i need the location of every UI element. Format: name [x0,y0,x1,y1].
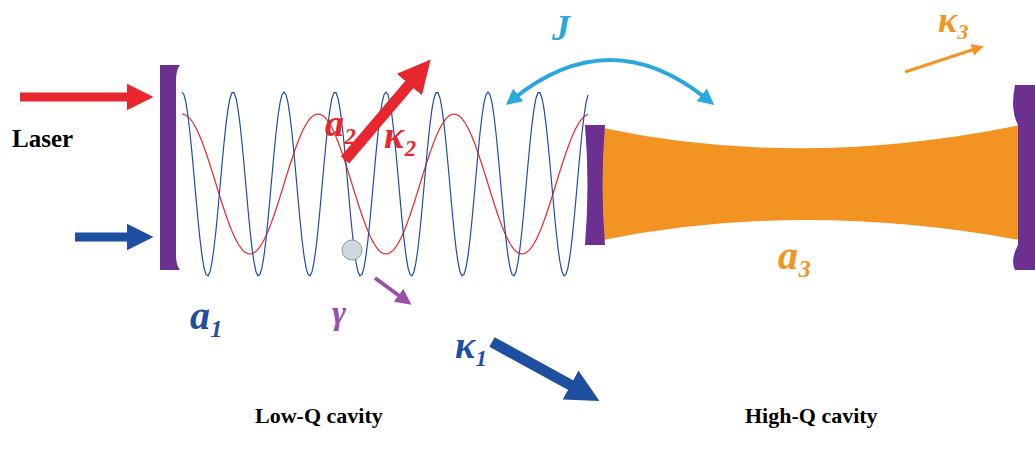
coupling-label: J [552,10,570,46]
cavity-caption: High-Q cavity [745,405,878,427]
mode-label: a₃ [778,236,812,276]
mode-label: a₁ [190,296,224,336]
mode-label: a₂ [325,104,357,142]
left-mirror [160,65,180,270]
decay-rate: κ₃ [938,2,970,38]
laser-red [20,93,140,102]
mode-a1-wave [182,92,588,276]
damping-rate: γ [332,296,346,330]
cavity-caption: Low-Q cavity [255,405,383,427]
laser-label: Laser [12,126,73,151]
particle [342,240,362,260]
kappa1-arrow [492,342,585,393]
laser-blue [75,233,140,242]
mode-a2-wave [182,114,588,254]
right-mirror [1013,85,1035,270]
decay-rate: κ₁ [455,326,488,364]
high-q-mode [599,125,1020,240]
gamma-arrow [375,278,405,300]
kappa3-arrow [905,48,978,72]
decay-rate: κ₂ [384,116,417,154]
coupling-arrow [512,60,708,100]
middle-mirror [585,125,605,245]
